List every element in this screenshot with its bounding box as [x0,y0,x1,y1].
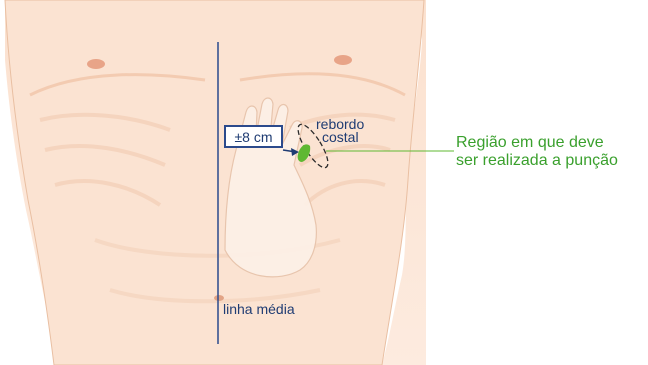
puncture-callout: Região em que deve ser realizada a punçã… [456,134,618,170]
left-nipple [87,59,105,69]
costal-margin-label-2: costal [322,130,359,144]
right-nipple [334,55,352,65]
measurement-box: ±8 cm [224,125,283,148]
midline-label: linha média [223,302,295,316]
callout-line-2: ser realizada a punção [456,152,618,170]
measurement-label: ±8 cm [234,130,272,144]
callout-line-1: Região em que deve [456,134,618,152]
